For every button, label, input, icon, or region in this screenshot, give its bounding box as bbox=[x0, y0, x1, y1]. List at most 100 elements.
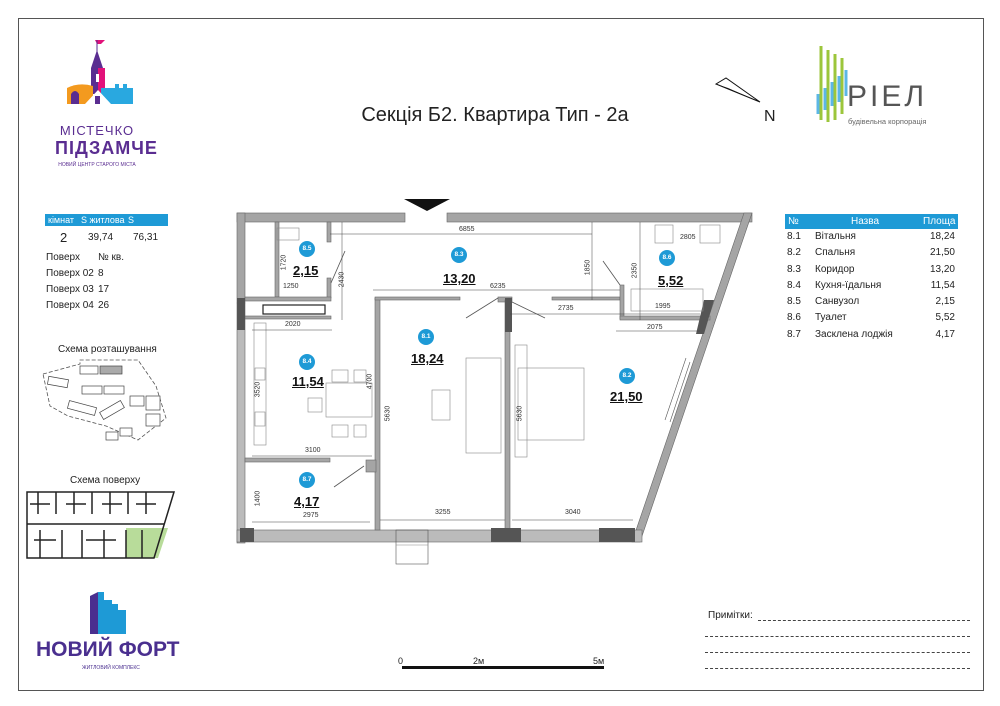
room-name: Коридор bbox=[815, 263, 855, 275]
riel-tagline: будівельна корпорація bbox=[848, 117, 927, 126]
header-number: № bbox=[788, 216, 799, 227]
compass-label: N bbox=[764, 108, 776, 125]
castle-icon bbox=[67, 40, 133, 104]
location-scheme bbox=[42, 359, 167, 441]
room-area: 21,50 bbox=[929, 247, 955, 259]
dimension-label: 5630 bbox=[384, 405, 392, 422]
dimension-label: 3040 bbox=[565, 509, 581, 516]
rooms-count: 2 bbox=[60, 230, 68, 245]
dimension-label: 1250 bbox=[283, 283, 299, 290]
dimension-label: 2975 bbox=[303, 512, 319, 519]
riel-stripes-icon bbox=[816, 46, 848, 122]
dimension-lines bbox=[252, 222, 700, 523]
room-area: 4,17 bbox=[294, 494, 320, 509]
dimension-label: 2075 bbox=[647, 324, 663, 331]
dimension-label: 3100 bbox=[305, 447, 321, 454]
floor-label: Поверх 04 bbox=[46, 300, 94, 311]
page-title: Секція Б2. Квартира Тип - 2а bbox=[361, 104, 629, 126]
header-total-area: S загальна bbox=[128, 215, 166, 235]
header-living-area: S житлова bbox=[81, 215, 125, 225]
dimension-label: 6855 bbox=[459, 226, 475, 233]
scale-label: 0 bbox=[398, 656, 404, 666]
notes-line bbox=[705, 652, 970, 653]
notes-line bbox=[758, 620, 970, 621]
notes-label: Примітки: bbox=[708, 610, 753, 621]
room-number: 8.3 bbox=[787, 263, 801, 275]
page-frame bbox=[18, 18, 984, 691]
header-name: Назва bbox=[851, 216, 880, 227]
dimension-label: 6235 bbox=[490, 283, 506, 290]
north-arrow-icon bbox=[714, 77, 761, 103]
header-area: Площа bbox=[923, 216, 956, 227]
room-area: 2,15 bbox=[293, 263, 319, 278]
floor-label: Поверх 02 bbox=[46, 268, 94, 279]
dimension-label: 2020 bbox=[285, 321, 301, 328]
scale-label: 2м bbox=[473, 656, 485, 666]
room-name: Кухня-їдальня bbox=[815, 279, 882, 291]
dimension-label: 1400 bbox=[254, 490, 262, 507]
floor-label: Поверх 03 bbox=[46, 284, 94, 295]
apt-number: 17 bbox=[98, 284, 110, 295]
apt-number: 8 bbox=[98, 268, 104, 279]
room-tag: 8.7 bbox=[299, 472, 315, 488]
room-area: 18,24 bbox=[929, 231, 955, 242]
living-area-value: 39,74 bbox=[88, 232, 114, 243]
room-tag: 8.2 bbox=[619, 368, 635, 384]
header-rooms: кімнат bbox=[48, 215, 75, 225]
dimension-label: 2430 bbox=[338, 271, 346, 288]
rooms-table-row: 8.1 Вітальня 18,24 bbox=[787, 231, 957, 247]
logo-tagline: НОВИЙ ЦЕНТР СТАРОГО МІСТА bbox=[58, 162, 136, 168]
dimension-label: 4700 bbox=[366, 373, 374, 390]
entrance-arrow-icon bbox=[404, 199, 450, 211]
compass: N bbox=[712, 72, 782, 132]
novyi-fort-tagline: ЖИТЛОВИЙ КОМПЛЕКС bbox=[82, 665, 140, 671]
floor-scheme-title: Схема поверху bbox=[70, 475, 141, 486]
dimension-label: 2350 bbox=[631, 262, 639, 279]
room-area: 2,15 bbox=[935, 296, 955, 308]
notes-line bbox=[705, 636, 970, 637]
dimension-label: 2735 bbox=[558, 305, 574, 312]
room-tag: 8.5 bbox=[299, 241, 315, 257]
room-area: 21,50 bbox=[610, 389, 643, 404]
dimension-label: 1850 bbox=[584, 259, 592, 276]
rooms-table-header: № Назва Площа bbox=[785, 214, 958, 229]
room-number: 8.6 bbox=[787, 312, 801, 324]
room-area: 13,20 bbox=[443, 271, 476, 286]
room-area: 11,54 bbox=[292, 374, 324, 389]
room-number: 8.1 bbox=[787, 231, 801, 242]
rooms-table-row: 8.4 Кухня-їдальня 11,54 bbox=[787, 280, 957, 296]
room-name: Вітальня bbox=[815, 231, 856, 242]
floor-header: Поверх bbox=[46, 252, 80, 263]
dimension-label: 1995 bbox=[655, 303, 671, 310]
dimension-label: 3520 bbox=[254, 381, 262, 398]
apt-number: 26 bbox=[98, 300, 110, 311]
fort-icon bbox=[90, 592, 126, 634]
room-tag: 8.1 bbox=[418, 329, 434, 345]
furniture bbox=[253, 224, 721, 565]
room-area: 11,54 bbox=[930, 279, 955, 291]
mistechko-logo: МІСТЕЧКО ПІДЗАМЧЕ НОВИЙ ЦЕНТР СТАРОГО МІ… bbox=[55, 38, 165, 178]
room-name: Туалет bbox=[815, 312, 847, 324]
room-tag: 8.6 bbox=[659, 250, 675, 266]
room-name: Санвузол bbox=[815, 296, 860, 308]
dimension-label: 2805 bbox=[680, 234, 696, 241]
summary-header: кімнат S житлова S загальна bbox=[45, 214, 168, 235]
room-area: 4,17 bbox=[935, 328, 955, 340]
room-name: Спальня bbox=[815, 247, 856, 259]
room-area: 18,24 bbox=[411, 351, 444, 366]
room-number: 8.4 bbox=[787, 279, 801, 291]
notes-line bbox=[705, 668, 970, 669]
logo-line1: МІСТЕЧКО bbox=[59, 123, 135, 138]
novyi-fort-logo: НОВИЙ ФОРТ ЖИТЛОВИЙ КОМПЛЕКС bbox=[30, 590, 190, 680]
logo-line2: ПІДЗАМЧЕ bbox=[55, 138, 158, 158]
dimension-label: 5630 bbox=[516, 405, 524, 422]
riel-logo: РІЕЛ будівельна корпорація bbox=[815, 44, 965, 134]
dimension-label: 1720 bbox=[280, 254, 288, 271]
columns bbox=[237, 298, 714, 542]
